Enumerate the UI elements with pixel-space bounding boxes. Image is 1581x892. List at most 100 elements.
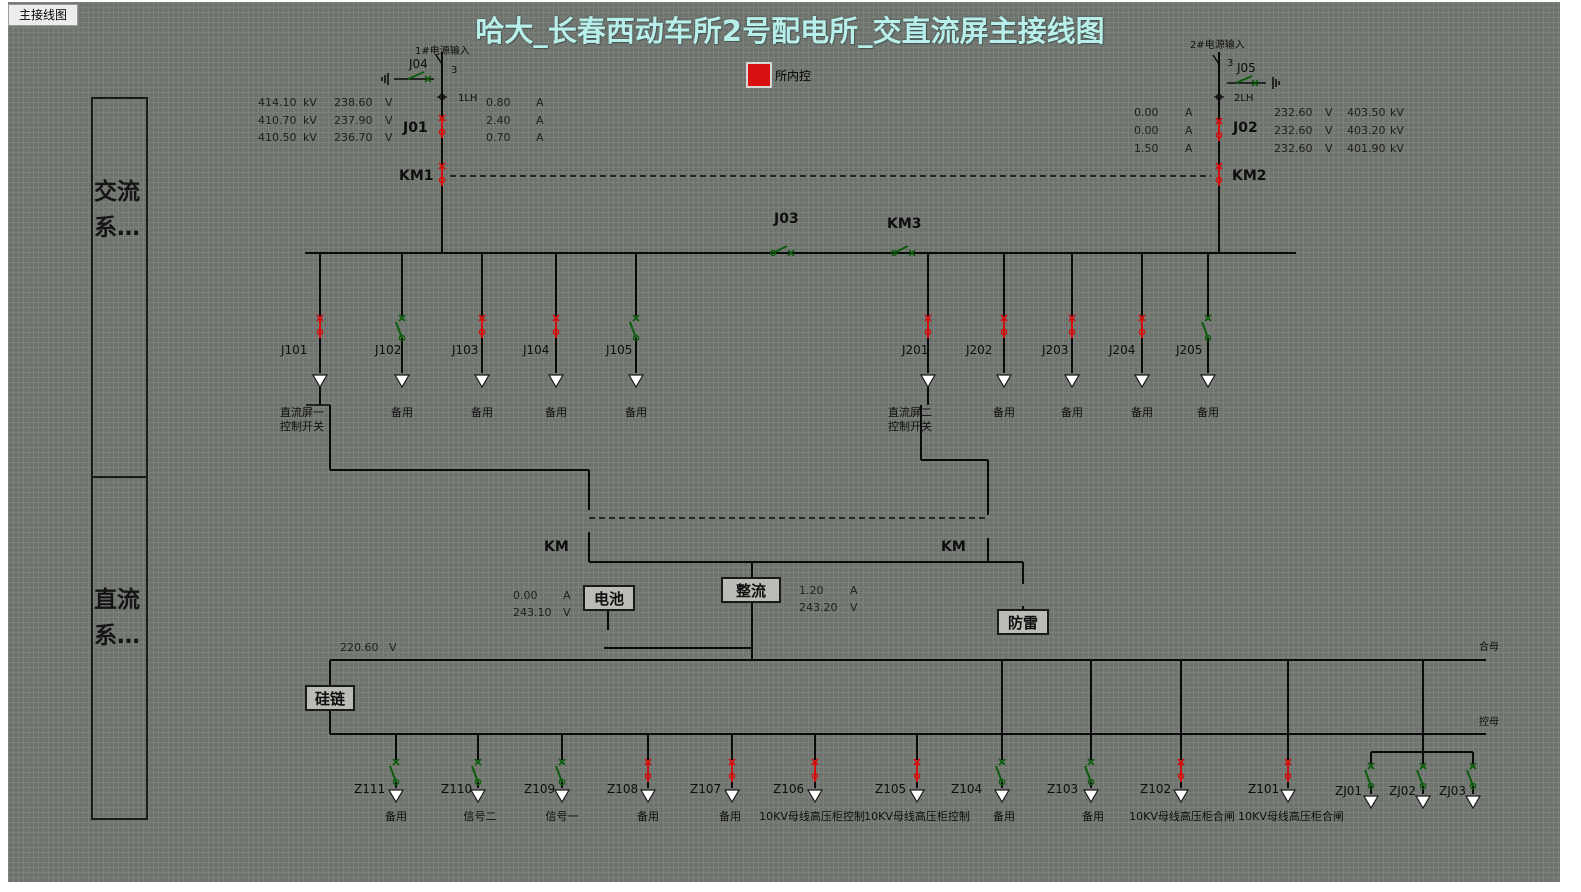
- ac-feeder-id: J202: [965, 343, 992, 357]
- left-a-unit: A: [536, 114, 544, 127]
- j03-label: J03: [773, 211, 799, 227]
- dc-switch-Z104[interactable]: [995, 758, 1006, 786]
- ac-feeder-id: J103: [451, 343, 478, 357]
- outgoing-arrow-icon: [469, 789, 487, 804]
- rectifier-box-label: 整流: [736, 582, 766, 600]
- dc-switch-Z101[interactable]: [1284, 758, 1292, 782]
- km3-tie-switch[interactable]: [890, 245, 916, 257]
- outgoing-arrow-icon: [1464, 795, 1482, 810]
- feeder-switch-J103[interactable]: [478, 314, 486, 338]
- switch-x-mark: [811, 758, 819, 766]
- ground-icon-left: [381, 73, 389, 85]
- j02-label: J02: [1232, 120, 1258, 136]
- switch-contact: [1215, 131, 1223, 139]
- zj-switch-ZJ03[interactable]: [1466, 762, 1477, 790]
- dc-switch-Z106[interactable]: [811, 758, 819, 782]
- ac-feeder-desc: 备用: [625, 405, 647, 419]
- switch-contact: [1284, 772, 1292, 780]
- switch-x-mark: [924, 314, 932, 322]
- switch-x-mark: [1469, 762, 1477, 770]
- switch-x-mark: [1177, 758, 1185, 766]
- switch-x-mark: [1204, 314, 1212, 322]
- switch-contact: [728, 772, 736, 780]
- ct-2lh-icon: [1215, 93, 1223, 101]
- j05-label: J05: [1236, 61, 1256, 75]
- j05-switch-blade[interactable]: [1235, 75, 1253, 84]
- dc-feeder-id: Z106: [773, 782, 804, 796]
- dc-switch-Z109[interactable]: [555, 758, 566, 786]
- dc-system-panel[interactable]: [91, 476, 148, 820]
- left-kv-unit: kV: [303, 96, 317, 109]
- page-title: 哈大_长春西动车所2号配电所_交直流屏主接线图: [475, 14, 1105, 48]
- j03-tie-switch[interactable]: [769, 245, 795, 257]
- feeder-switch-J202[interactable]: [1000, 314, 1008, 338]
- feeder-switch-J201[interactable]: [924, 314, 932, 338]
- ac-feeder-desc: 控制开关: [888, 419, 932, 433]
- feeder-switch-J203[interactable]: [1068, 314, 1076, 338]
- switch-x-mark: [1068, 314, 1076, 322]
- outgoing-arrow-icon: [387, 789, 405, 804]
- surge-box-frame[interactable]: [997, 609, 1049, 635]
- switch-contact: [1177, 772, 1185, 780]
- switch-x-mark: [558, 758, 566, 766]
- ac-feeder-desc: 备用: [391, 405, 413, 419]
- ac-feeder-id: J203: [1041, 343, 1068, 357]
- rectifier-a-value: 1.20: [799, 584, 824, 597]
- outgoing-arrow-icon: [473, 374, 491, 389]
- switch-x-mark: [1087, 758, 1095, 766]
- main-wiring-button[interactable]: 主接线图: [8, 4, 78, 26]
- dc-feeder-id: Z105: [875, 782, 906, 796]
- dc-feeder-id: Z107: [690, 782, 721, 796]
- switch-contact: [913, 772, 921, 780]
- dc-switch-Z111[interactable]: [389, 758, 400, 786]
- left-v-unit: V: [385, 114, 393, 127]
- rectifier-v-value: 243.20: [799, 601, 838, 614]
- rectifier-box-frame[interactable]: [721, 577, 781, 603]
- switch-contact: [392, 778, 400, 786]
- feeder-switch-J104[interactable]: [552, 314, 560, 338]
- dc-switch-Z103[interactable]: [1084, 758, 1095, 786]
- diagram-panel: [8, 2, 1560, 882]
- feeder-switch-J105[interactable]: [629, 314, 640, 342]
- switch-x-mark: [787, 249, 795, 257]
- j05-switch-x-mark[interactable]: [1251, 79, 1259, 87]
- right-kv-unit: kV: [1390, 106, 1404, 119]
- right-kv-unit: kV: [1390, 142, 1404, 155]
- j01-breaker[interactable]: [438, 114, 446, 138]
- dc-switch-Z105[interactable]: [913, 758, 921, 782]
- zj-switch-ZJ02[interactable]: [1416, 762, 1427, 790]
- left-v-unit: V: [385, 96, 393, 109]
- battery-box-frame[interactable]: [583, 585, 635, 611]
- dc-switch-Z107[interactable]: [728, 758, 736, 782]
- silicon-box-frame[interactable]: [305, 685, 355, 711]
- outgoing-arrow-icon: [393, 374, 411, 389]
- right-v-unit: V: [1325, 124, 1333, 137]
- right-source-label: 2#电源输入: [1190, 38, 1245, 51]
- feeder-switch-J102[interactable]: [395, 314, 406, 342]
- feeder-switch-J204[interactable]: [1138, 314, 1146, 338]
- outgoing-arrow-icon: [806, 789, 824, 804]
- j02-breaker[interactable]: [1215, 117, 1223, 141]
- switch-x-mark: [1215, 117, 1223, 125]
- dc-feeder-id: Z104: [951, 782, 982, 796]
- dc-switch-Z102[interactable]: [1177, 758, 1185, 782]
- dc-switch-Z110[interactable]: [471, 758, 482, 786]
- zj-feeder-id: ZJ03: [1439, 784, 1466, 798]
- left-isolator-blade: [435, 54, 443, 65]
- km1-contactor[interactable]: [438, 162, 446, 186]
- ground-icon-right: [1272, 77, 1280, 89]
- feeder-switch-J101[interactable]: [316, 314, 324, 338]
- local-control-indicator[interactable]: [746, 62, 772, 88]
- km2-contactor[interactable]: [1215, 162, 1223, 186]
- j04-switch-x-mark[interactable]: [424, 75, 432, 83]
- dc-switch-Z108[interactable]: [644, 758, 652, 782]
- km1-label: KM1: [399, 168, 434, 184]
- switch-x-mark: [998, 758, 1006, 766]
- switch-contact: [632, 334, 640, 342]
- zj-switch-ZJ01[interactable]: [1364, 762, 1375, 790]
- right-v-unit: V: [1325, 106, 1333, 119]
- j04-switch-blade[interactable]: [407, 71, 425, 80]
- outgoing-arrow-icon: [1279, 789, 1297, 804]
- feeder-switch-J205[interactable]: [1201, 314, 1212, 342]
